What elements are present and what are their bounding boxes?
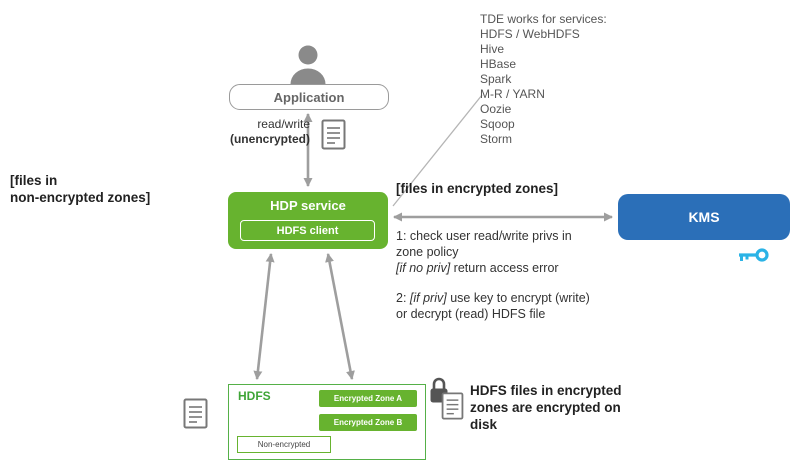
non-encrypted-zones-note: [files in non-encrypted zones]: [10, 172, 150, 206]
non-encrypted-zones-note-line1: [files in: [10, 173, 58, 188]
non-encrypted-label: Non-encrypted: [257, 440, 311, 449]
tde-list-item: Sqoop: [480, 117, 515, 131]
tde-list-item: Storm: [480, 132, 513, 146]
hdp-service-box: HDP service HDFS client: [228, 192, 388, 249]
policy-step2-prefix: 2:: [396, 291, 410, 305]
tde-list-item: M-R / YARN: [480, 87, 545, 101]
policy-step2-line2: or decrypt (read) HDFS file: [396, 307, 546, 321]
tde-services-list: TDE works for services: HDFS / WebHDFS H…: [480, 12, 607, 147]
application-label: Application: [273, 89, 345, 105]
user-icon: [290, 45, 326, 84]
key-icon: [739, 248, 769, 262]
tde-list-item: Hive: [480, 42, 505, 56]
policy-step1: 1: check user read/write privs in zone p…: [396, 228, 646, 276]
encrypted-zone-b-label: Encrypted Zone B: [333, 418, 403, 427]
disk-encryption-note-line1: HDFS files in encrypted: [470, 383, 622, 398]
read-write-line: read/write: [257, 117, 310, 131]
policy-step1-line1: 1: check user read/write privs in: [396, 229, 572, 243]
encrypted-zone-a-label: Encrypted Zone A: [333, 394, 403, 403]
tde-list-item: Spark: [480, 72, 512, 86]
policy-step1-rest: return access error: [450, 261, 559, 275]
disk-encryption-note-line3: disk: [470, 417, 498, 432]
encrypted-zone-b-box: Encrypted Zone B: [319, 414, 417, 431]
hdp-hdfs-left-arrow: [253, 253, 275, 380]
policy-step2-rest: use key to encrypt (write): [446, 291, 590, 305]
hdfs-storage-label: HDFS: [238, 389, 271, 403]
hdfs-storage-box: HDFS Encrypted Zone A Encrypted Zone B N…: [228, 384, 426, 460]
policy-steps-note: 1: check user read/write privs in zone p…: [396, 228, 646, 322]
tde-list-item: HBase: [480, 57, 517, 71]
hdfs-client-box: HDFS client: [240, 220, 375, 241]
policy-step1-line3: [if no priv] return access error: [396, 260, 646, 276]
disk-encryption-note: HDFS files in encrypted zones are encryp…: [470, 382, 660, 433]
hdp-hdfs-right-arrow: [325, 253, 355, 380]
encrypted-zone-a-box: Encrypted Zone A: [319, 390, 417, 407]
kms-box: KMS: [618, 194, 790, 240]
application-box: Application: [229, 84, 389, 110]
policy-step2-italic: [if priv]: [409, 291, 447, 305]
hdfs-client-label: HDFS client: [276, 224, 339, 237]
read-write-note: read/write (unencrypted): [228, 117, 310, 147]
policy-step1-line2: zone policy: [396, 245, 459, 259]
encrypted-zones-note: [files in encrypted zones]: [396, 181, 559, 196]
non-encrypted-box: Non-encrypted: [237, 436, 331, 453]
policy-step2: 2: [if priv] use key to encrypt (write) …: [396, 290, 646, 322]
disk-encryption-note-line2: zones are encrypted on: [470, 400, 621, 415]
document-icon: [321, 119, 346, 150]
tde-list-item: Oozie: [480, 102, 512, 116]
document-icon: [441, 392, 464, 420]
policy-step2-line1: 2: [if priv] use key to encrypt (write): [396, 290, 646, 306]
policy-step1-italic: [if no priv]: [396, 261, 451, 275]
hdp-service-label: HDP service: [270, 198, 346, 213]
document-icon: [183, 398, 208, 429]
tde-list-title: TDE works for services:: [480, 12, 607, 26]
kms-label: KMS: [688, 209, 720, 225]
non-encrypted-zones-note-line2: non-encrypted zones]: [10, 190, 151, 205]
unencrypted-line: (unencrypted): [229, 132, 310, 146]
tde-list-item: HDFS / WebHDFS: [480, 27, 580, 41]
